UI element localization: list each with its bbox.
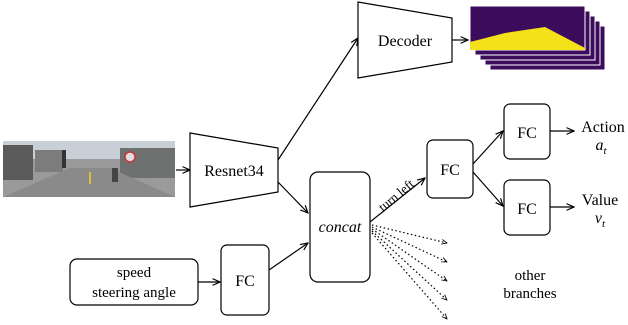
edge-fc-to-action-fc bbox=[472, 131, 503, 165]
fc-branch-block bbox=[426, 139, 474, 199]
input-camera-image bbox=[3, 141, 175, 197]
other-branches-label-line2: branches bbox=[503, 286, 556, 302]
segmentation-output-stack bbox=[469, 5, 606, 71]
steering-angle-label: steering angle bbox=[92, 285, 176, 301]
fc-action-label: FC bbox=[517, 125, 537, 142]
speed-label: speed bbox=[117, 265, 152, 281]
fc-measurement-block bbox=[220, 244, 270, 316]
resnet34-label: Resnet34 bbox=[204, 163, 264, 180]
decoder-label: Decoder bbox=[378, 33, 433, 50]
edge-fc-to-value-fc bbox=[472, 171, 503, 206]
value-output-symbol: vt bbox=[595, 210, 606, 230]
edge-resnet-to-concat bbox=[277, 181, 308, 213]
decoder-block bbox=[357, 1, 453, 79]
concat-label: concat bbox=[319, 219, 362, 236]
turn-left-label: turn left bbox=[375, 176, 417, 214]
other-branch-arrows bbox=[371, 224, 447, 319]
edge-resnet-to-decoder bbox=[277, 38, 358, 161]
fc-measurement-label: FC bbox=[235, 273, 255, 290]
edge-fc-to-concat bbox=[268, 243, 308, 271]
action-output-label: Action bbox=[581, 119, 625, 136]
other-branches-label: other bbox=[515, 268, 546, 284]
concat-block bbox=[309, 171, 371, 283]
edge-concat-to-fc bbox=[369, 178, 425, 223]
action-output-symbol: at bbox=[595, 137, 607, 157]
fc-value-label: FC bbox=[517, 201, 537, 218]
fc-branch-label: FC bbox=[440, 162, 460, 179]
value-output-label: Value bbox=[582, 192, 618, 209]
resnet34-block bbox=[189, 132, 279, 208]
